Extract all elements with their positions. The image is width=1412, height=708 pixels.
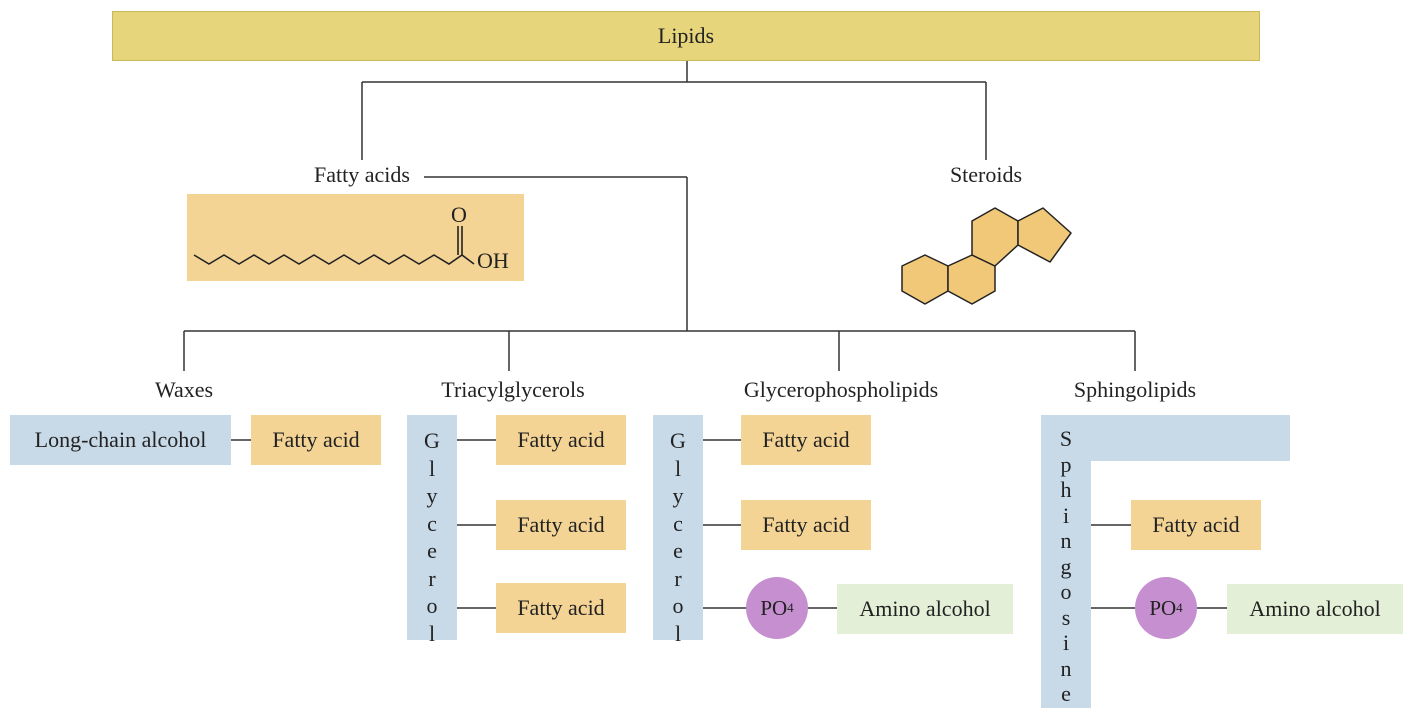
backbone-letter: h xyxy=(1060,477,1072,502)
backbone-letter: S xyxy=(1059,426,1073,451)
backbone-letter: o xyxy=(672,593,684,618)
backbone-letter: y xyxy=(426,483,438,508)
backbone-letter: n xyxy=(1060,655,1072,681)
backbone-letter: r xyxy=(428,565,436,591)
phosphate-subscript: 4 xyxy=(1176,600,1183,615)
phosphate-subscript: 4 xyxy=(787,600,794,615)
backbone-letter: l xyxy=(674,620,682,646)
tag-fatty-acid-2: Fatty acid xyxy=(496,500,626,550)
fatty-acid-label: Fatty acid xyxy=(762,512,850,537)
backbone-letter: c xyxy=(427,510,437,536)
carbonyl-oxygen-label: O xyxy=(451,202,467,227)
sphingosine-backbone-vertical xyxy=(1041,415,1091,708)
backbone-letter: l xyxy=(428,455,436,481)
backbone-letter: c xyxy=(673,510,683,536)
fatty-acid-structure: O OH xyxy=(187,194,524,281)
long-chain-alcohol-label: Long-chain alcohol xyxy=(34,427,207,452)
wax-fatty-acid-box: Fatty acid xyxy=(251,415,381,465)
fatty-acid-label: Fatty acid xyxy=(517,595,605,620)
amino-alcohol-label: Amino alcohol xyxy=(859,596,991,621)
backbone-letter: s xyxy=(1061,604,1071,630)
lipids-label: Lipids xyxy=(657,23,715,48)
triacylglycerols-heading: Triacylglycerols xyxy=(441,377,585,402)
gpl-fatty-acid-2: Fatty acid xyxy=(741,500,871,550)
backbone-letter: o xyxy=(1060,579,1072,604)
gpl-amino-alcohol-box: Amino alcohol xyxy=(837,584,1013,634)
backbone-letter: o xyxy=(426,593,438,618)
long-chain-alcohol-box: Long-chain alcohol xyxy=(10,415,231,465)
fatty-acid-label: Fatty acid xyxy=(517,427,605,452)
backbone-letter: G xyxy=(670,428,686,453)
backbone-letter: g xyxy=(1060,553,1072,579)
sphingo-amino-alcohol-box: Amino alcohol xyxy=(1227,584,1403,634)
backbone-letter: e xyxy=(673,538,683,563)
sphingosine-letters: S p h i n g o s i n e xyxy=(1041,426,1091,707)
lipids-root-box: Lipids xyxy=(112,11,1260,61)
tag-fatty-acid-1: Fatty acid xyxy=(496,415,626,465)
backbone-letter: l xyxy=(674,455,682,481)
glycerophospholipids-heading: Glycerophospholipids xyxy=(743,377,939,402)
sphingolipids-heading: Sphingolipids xyxy=(1073,377,1197,402)
tag-fatty-acid-3: Fatty acid xyxy=(496,583,626,633)
sphingo-fatty-acid-box: Fatty acid xyxy=(1131,500,1261,550)
hydroxyl-label: OH xyxy=(477,248,509,273)
fatty-acid-chain-icon xyxy=(193,226,475,265)
backbone-letter: i xyxy=(1062,630,1070,655)
phosphate-label: PO xyxy=(1149,595,1177,620)
backbone-letter: G xyxy=(424,428,440,453)
backbone-letter: l xyxy=(428,620,436,646)
backbone-letter: r xyxy=(674,565,682,591)
fatty-acid-label: Fatty acid xyxy=(517,512,605,537)
backbone-letter: n xyxy=(1060,528,1072,553)
sphingosine-backbone-horizontal xyxy=(1041,415,1290,461)
gpl-fatty-acid-1: Fatty acid xyxy=(741,415,871,465)
amino-alcohol-label: Amino alcohol xyxy=(1249,596,1381,621)
backbone-letter: p xyxy=(1060,451,1072,477)
backbone-letter: y xyxy=(672,483,684,508)
waxes-heading: Waxes xyxy=(154,377,214,402)
steroids-heading: Steroids xyxy=(949,162,1023,187)
backbone-letter: i xyxy=(1062,502,1070,528)
tag-glycerol-letters: G l y c e r o l xyxy=(407,427,457,647)
fatty-acid-label: Fatty acid xyxy=(1152,512,1240,537)
fatty-acids-heading: Fatty acids xyxy=(314,162,410,187)
fatty-acid-label: Fatty acid xyxy=(762,427,850,452)
backbone-letter: e xyxy=(1061,681,1071,706)
wax-fatty-acid-label: Fatty acid xyxy=(272,427,360,452)
tag-glycerol-backbone: G l y c e r o l xyxy=(407,415,457,646)
gpl-glycerol-letters: G l y c e r o l xyxy=(653,427,703,647)
gpl-glycerol-backbone: G l y c e r o l xyxy=(653,415,703,646)
backbone-letter: e xyxy=(427,538,437,563)
phosphate-label: PO xyxy=(760,595,788,620)
